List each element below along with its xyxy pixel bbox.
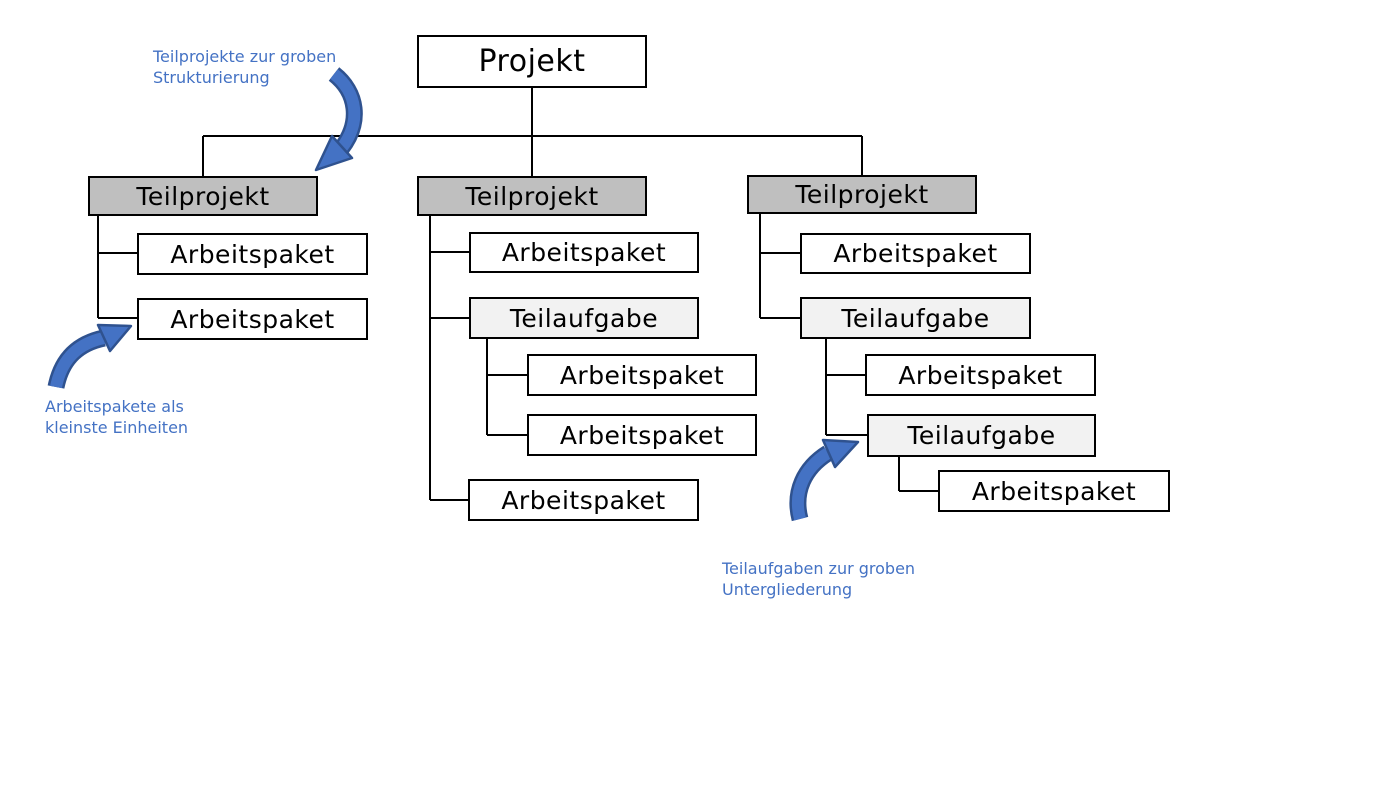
curved-arrow-right-head bbox=[821, 438, 860, 469]
curved-arrow-top-body bbox=[330, 69, 361, 153]
node-teilaufgabe-3-2: Teilaufgabe bbox=[867, 414, 1096, 457]
annotation-arbeitspakete-line1: Arbeitspakete als bbox=[45, 397, 184, 416]
node-teilprojekt-3: Teilprojekt bbox=[747, 175, 977, 214]
node-arbeitspaket-2-2: Arbeitspaket bbox=[527, 354, 757, 396]
annotation-teilaufgaben-line2: Untergliederung bbox=[722, 580, 853, 599]
curved-arrow-right-body bbox=[791, 447, 832, 521]
curved-arrow-left-head bbox=[96, 323, 133, 353]
annotation-arbeitspakete: Arbeitspakete als kleinste Einheiten bbox=[45, 396, 188, 438]
annotation-teilaufgaben-line1: Teilaufgaben zur groben bbox=[722, 559, 916, 578]
annotation-arbeitspakete-line2: kleinste Einheiten bbox=[45, 418, 189, 437]
curved-arrow-left-icon bbox=[47, 323, 133, 390]
node-arbeitspaket-3-1: Arbeitspaket bbox=[800, 233, 1031, 274]
curved-arrow-right-icon bbox=[789, 438, 860, 522]
node-teilprojekt-1: Teilprojekt bbox=[88, 176, 318, 216]
curved-arrow-top-head bbox=[314, 134, 354, 172]
curved-arrow-top-icon bbox=[314, 67, 363, 172]
node-arbeitspaket-2-3: Arbeitspaket bbox=[527, 414, 757, 456]
node-arbeitspaket-1-1: Arbeitspaket bbox=[137, 233, 368, 275]
node-teilprojekt-2: Teilprojekt bbox=[417, 176, 647, 216]
node-arbeitspaket-2-1: Arbeitspaket bbox=[469, 232, 699, 273]
node-teilaufgabe-2: Teilaufgabe bbox=[469, 297, 699, 339]
annotation-teilaufgaben: Teilaufgaben zur groben Untergliederung bbox=[722, 558, 915, 600]
node-arbeitspaket-3-2: Arbeitspaket bbox=[865, 354, 1096, 396]
node-arbeitspaket-3-3: Arbeitspaket bbox=[938, 470, 1170, 512]
node-arbeitspaket-2-4: Arbeitspaket bbox=[468, 479, 699, 521]
node-projekt: Projekt bbox=[417, 35, 647, 88]
node-teilaufgabe-3-1: Teilaufgabe bbox=[800, 297, 1031, 339]
curved-arrow-left-body bbox=[50, 332, 106, 389]
annotation-teilprojekte: Teilprojekte zur groben Strukturierung bbox=[153, 46, 336, 88]
annotation-teilprojekte-line2: Strukturierung bbox=[153, 68, 270, 87]
connector-lines bbox=[97, 88, 938, 501]
annotation-teilprojekte-line1: Teilprojekte zur groben bbox=[153, 47, 337, 66]
node-arbeitspaket-1-2: Arbeitspaket bbox=[137, 298, 368, 340]
